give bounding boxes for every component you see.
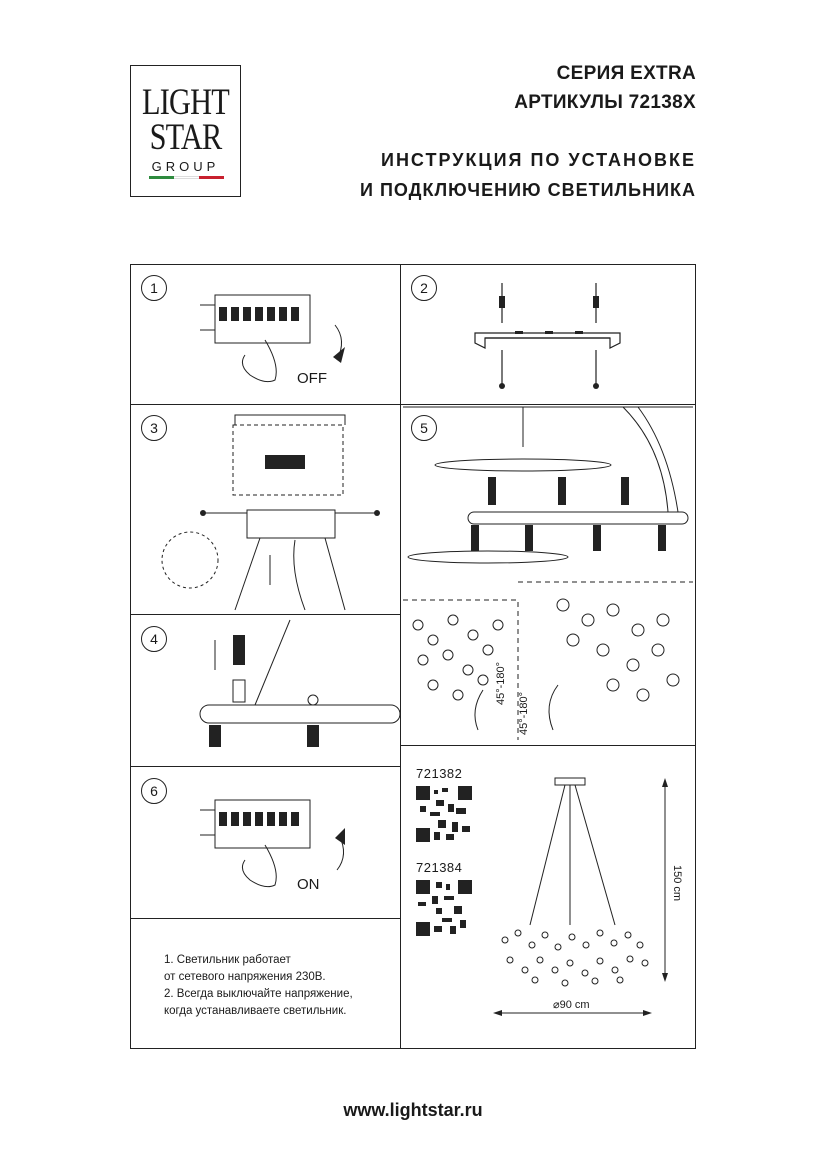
step-number-2: 2 [411,275,437,301]
instruction-title-line2: И ПОДКЛЮЧЕНИЮ СВЕТИЛЬНИКА [360,180,696,200]
qr-code-model-2 [416,880,472,936]
angle-label-left: 45°-180° [495,661,507,705]
grid-divider-row4-left [130,918,401,920]
assembly-diagram-illustration [403,406,693,564]
qr-code-model-1 [416,786,472,842]
step-number-4: 4 [141,626,167,652]
note-line-4: когда устанавливаете светильник. [164,1005,347,1017]
breaker-panel-off-illustration [200,294,345,383]
step-number-5: 5 [411,415,437,441]
lamp-install-illustration [199,619,401,747]
note-line-2: от сетевого напряжения 230В. [164,971,326,983]
switch-on-label: ON [297,876,320,893]
website-url: www.lightstar.ru [343,1100,483,1120]
grid-divider-row1 [130,404,696,406]
grid-divider-row3-left [130,766,401,768]
grid-divider-row2-left [130,614,401,616]
mounting-bracket-illustration [474,283,621,389]
articles-title: АРТИКУЛЫ 72138X [514,92,696,113]
angle-label-right: 45°-180° [518,691,530,735]
note-line-1: 1. Светильник работает [164,954,291,966]
breaker-panel-on-illustration [200,799,345,888]
grid-divider-right [400,745,696,747]
wiring-connection-illustration [161,414,380,611]
step-number-6: 6 [141,778,167,804]
logo-flag-stripe [149,176,224,179]
logo-line-light: LIGHT [142,82,230,123]
step-number-1: 1 [141,275,167,301]
instruction-grid [130,264,696,1049]
model-code-2: 721384 [416,860,463,875]
chandelier-product-drawing [493,777,668,1016]
shade-angle-illustration [403,581,693,740]
instruction-title-line1: ИНСТРУКЦИЯ ПО УСТАНОВКЕ [381,150,696,170]
series-title: СЕРИЯ EXTRA [556,63,696,84]
safety-notes: 1. Светильник работает от сетевого напря… [164,952,353,1020]
logo-line-group: GROUP [151,159,220,174]
model-code-1: 721382 [416,766,463,781]
grid-divider-vertical [400,264,402,1049]
step-number-3: 3 [141,415,167,441]
note-line-3: 2. Всегда выключайте напряжение, [164,988,353,1000]
height-dimension-label: 150 cm [671,865,683,902]
brand-logo: LIGHT STAR GROUP [130,65,241,197]
switch-off-label: OFF [297,370,327,387]
diameter-dimension-label: ⌀90 cm [553,999,590,1011]
logo-line-star: STAR [149,117,223,158]
